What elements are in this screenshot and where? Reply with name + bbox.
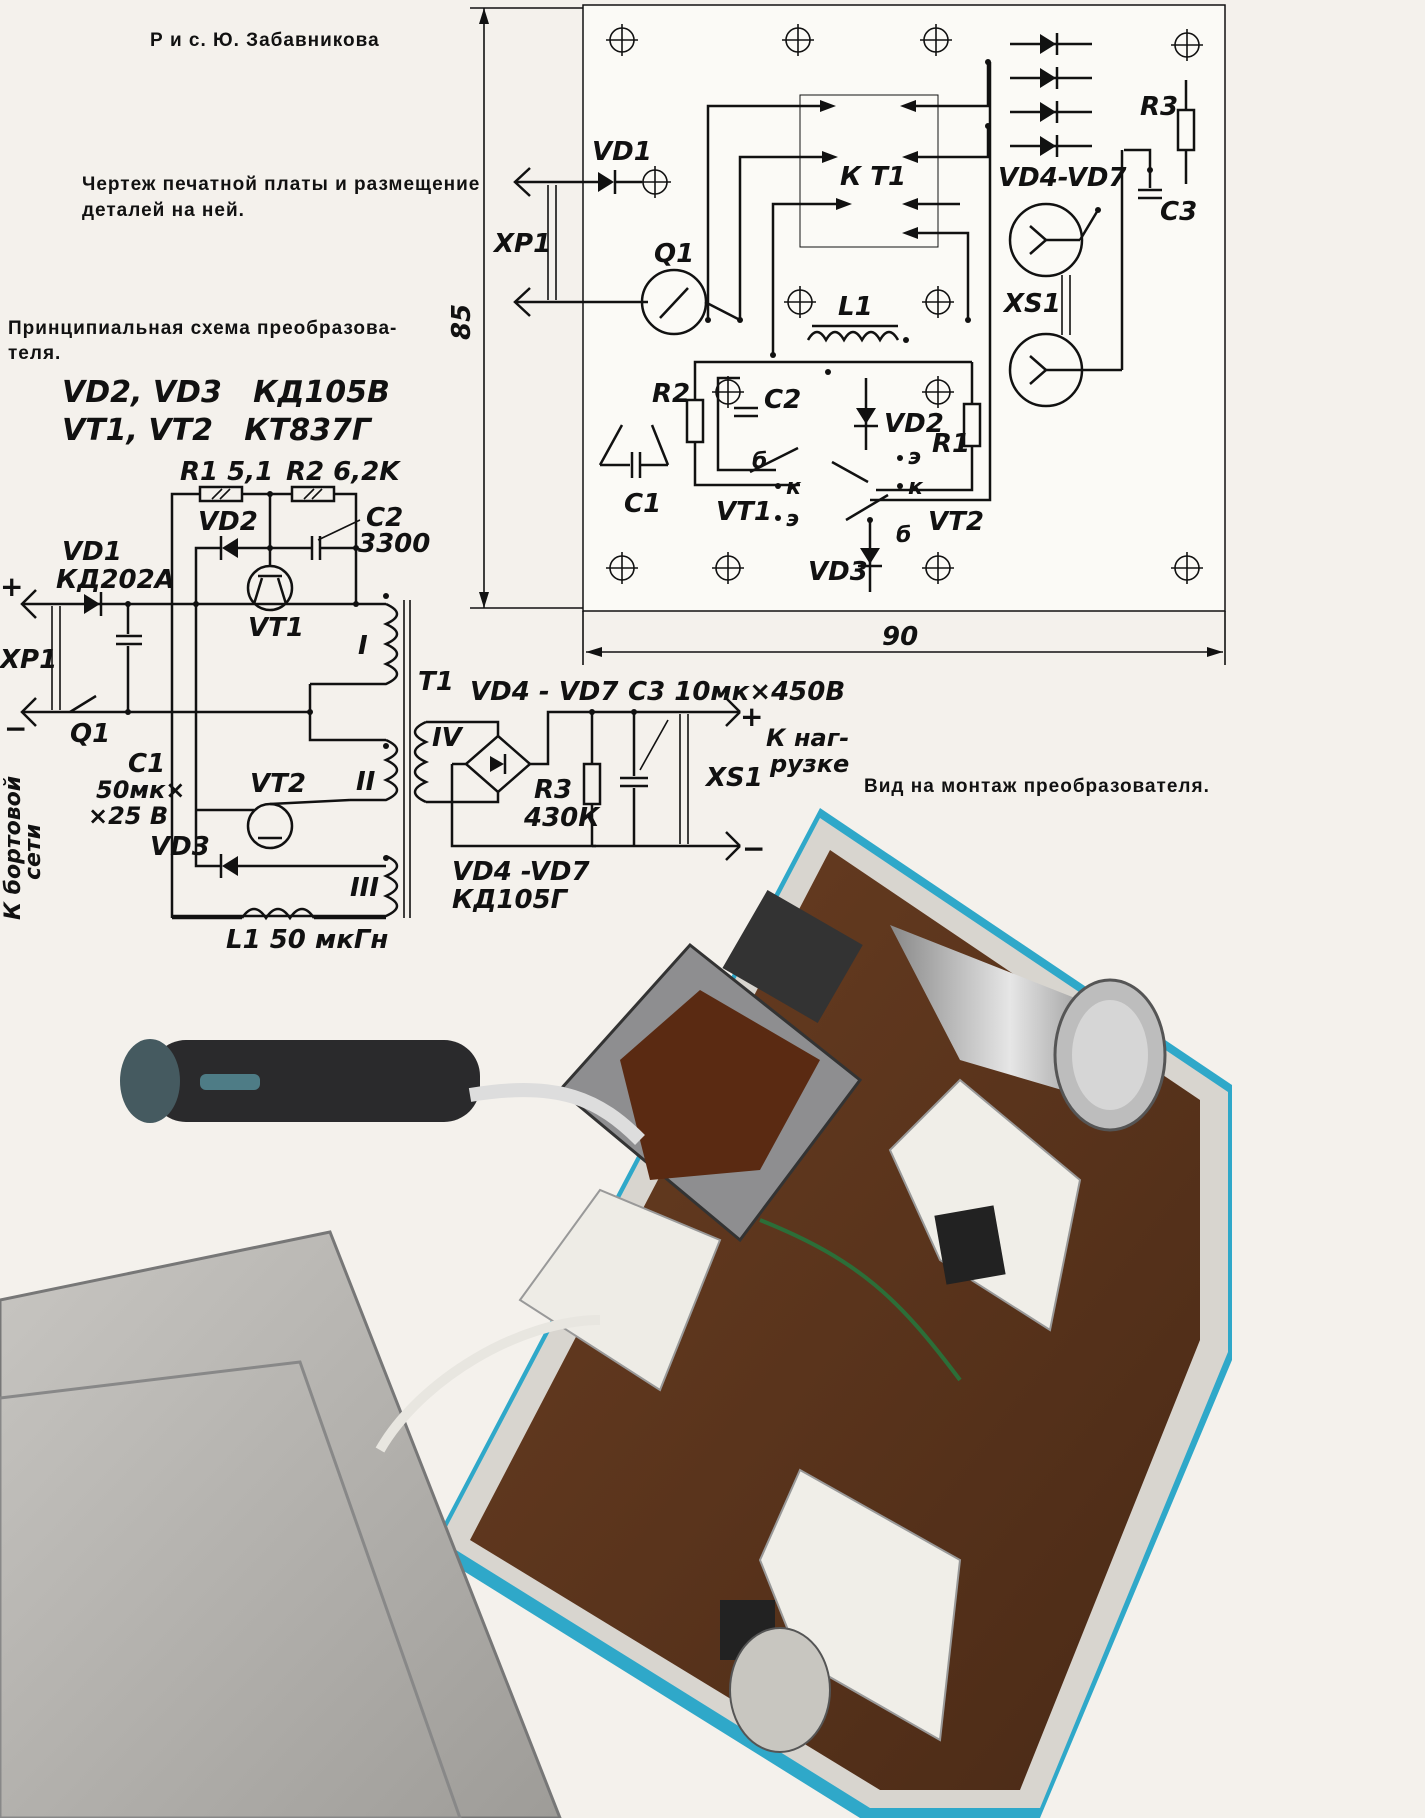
- pcb-label-b2: б: [896, 523, 911, 548]
- sch-label-q1: Q1: [70, 719, 110, 749]
- pcb-label-vd3: VD3: [808, 557, 868, 587]
- pcb-label-c3: C3: [1160, 197, 1197, 227]
- pcb-label-c2: C2: [764, 385, 801, 415]
- output-wire: [375, 1315, 601, 1453]
- sch-label-vd4-vd7: VD4 - VD7: [470, 677, 619, 707]
- sch-label-vd3: VD3: [150, 832, 210, 862]
- cigarette-lighter-plug: [120, 1039, 645, 1145]
- transformer-coil: [620, 990, 820, 1180]
- sch-label-vt1: VT1: [248, 613, 304, 643]
- pcb-label-k2: к: [908, 475, 924, 500]
- electrolytic-capacitor-large: [890, 925, 1167, 1132]
- pcb-height-dim: 85: [447, 304, 477, 340]
- heatsink-1: [888, 1078, 1082, 1332]
- green-wire: [759, 1218, 962, 1382]
- pcb-label-vd4-vd7: VD4-VD7: [998, 163, 1127, 193]
- pcb-label-e2: э: [786, 507, 799, 532]
- pcb-label-vt2: VT2: [928, 507, 984, 537]
- sch-label-vt2: VT2: [250, 769, 306, 799]
- pcb-label-vd1: VD1: [592, 137, 652, 167]
- pcb-xp1: [513, 167, 648, 317]
- pcb-label-vt1: VT1: [716, 497, 772, 527]
- sch-label-bort2: сети: [21, 824, 46, 880]
- pcb-label-q1: Q1: [654, 239, 694, 269]
- enclosure-cover: [0, 1230, 562, 1818]
- sch-label-r1: R1 5,1: [180, 457, 273, 487]
- pcb-caption: Чертеж печатной платы и размещение детал…: [82, 172, 482, 224]
- sch-label-c2-value: 3300: [358, 529, 430, 559]
- sch-label-r3: R3: [534, 775, 572, 805]
- sch-label-t1: T1: [418, 667, 454, 697]
- pcb-width-dim: 90: [882, 622, 918, 652]
- sch-label-vd1-type: КД202А: [56, 565, 175, 595]
- sch-label-l1: L1 50 мкГн: [226, 925, 388, 955]
- sch-label-r3-value: 430К: [523, 803, 601, 833]
- sch-label-minus: −: [4, 712, 27, 745]
- sch-label-w1: I: [358, 631, 368, 661]
- sch-label-bort1: К бортовой: [1, 776, 26, 920]
- small-capacitor: [729, 1627, 831, 1753]
- pcb-label-vd2: VD2: [884, 409, 944, 439]
- sch-label-c1-val1: 50мк×: [96, 776, 185, 804]
- sch-label-out-plus: +: [740, 700, 763, 733]
- sch-label-w4: IV: [432, 723, 464, 753]
- sch-label-load1: К наг-: [766, 724, 849, 752]
- pcb-label-r2: R2: [652, 379, 690, 409]
- sch-label-c3: C3 10мк×450В: [628, 677, 845, 707]
- schematic-caption-line1: Принципиальная схема преобразова-: [8, 318, 398, 339]
- pcb-label-r3: R3: [1140, 92, 1178, 122]
- pcb-label-xp1: XP1: [492, 229, 551, 259]
- pcb-label-c1: C1: [624, 489, 661, 519]
- sch-label-xs1: XS1: [704, 763, 763, 793]
- sch-label-c1-val2: ×25 В: [88, 802, 168, 830]
- sch-label-w3: III: [350, 873, 379, 903]
- sch-label-c2: C2: [366, 503, 403, 533]
- sch-label-vd2: VD2: [198, 507, 258, 537]
- pcb-label-xs1: XS1: [1002, 289, 1061, 319]
- pcb-label-b1: б: [752, 449, 767, 474]
- transistor-vt1: [934, 1205, 1006, 1285]
- pcb-label-k1: к: [786, 475, 802, 500]
- mounting-holes: [606, 24, 1203, 584]
- sch-label-out-minus: −: [742, 832, 765, 865]
- sch-label-vd47-type: КД105Г: [452, 885, 569, 915]
- figure-title: Р и с. Ю. Забавникова: [150, 30, 380, 51]
- parts-list-line1: VD2, VD3 КД105В: [62, 375, 390, 410]
- sch-label-load2: рузке: [769, 750, 849, 778]
- cover-inner-edge: [0, 1360, 462, 1818]
- sch-label-vd1: VD1: [62, 537, 122, 567]
- sch-label-c1: C1: [128, 749, 165, 779]
- photo-caption: Вид на монтаж преобразователя.: [864, 776, 1210, 797]
- socket-block: [518, 1188, 722, 1392]
- pcb-caption-text: Чертеж печатной платы и размещение детал…: [82, 174, 481, 221]
- kt1-traces: [706, 62, 990, 355]
- pcb-label-e1: э: [908, 445, 921, 470]
- sch-label-plus: +: [0, 570, 23, 603]
- pcb-vd4-vd7: [1010, 33, 1092, 157]
- diode-bridge-parts: [722, 890, 863, 1023]
- pcb-label-kt1: К Т1: [840, 162, 906, 192]
- sch-label-w2: II: [356, 767, 376, 797]
- sch-label-vd47-note: VD4 -VD7: [452, 857, 590, 887]
- parts-list-line2: VT1, VT2 КТ837Г: [62, 413, 372, 448]
- pcb-board-photo: [470, 850, 1200, 1790]
- sch-label-r2: R2 6,2K: [286, 457, 401, 487]
- sch-label-xp1: XP1: [0, 645, 57, 675]
- pcb-label-l1: L1: [838, 292, 873, 322]
- schematic-caption-line2: теля.: [8, 343, 62, 364]
- pcb-label-r1: R1: [932, 429, 970, 459]
